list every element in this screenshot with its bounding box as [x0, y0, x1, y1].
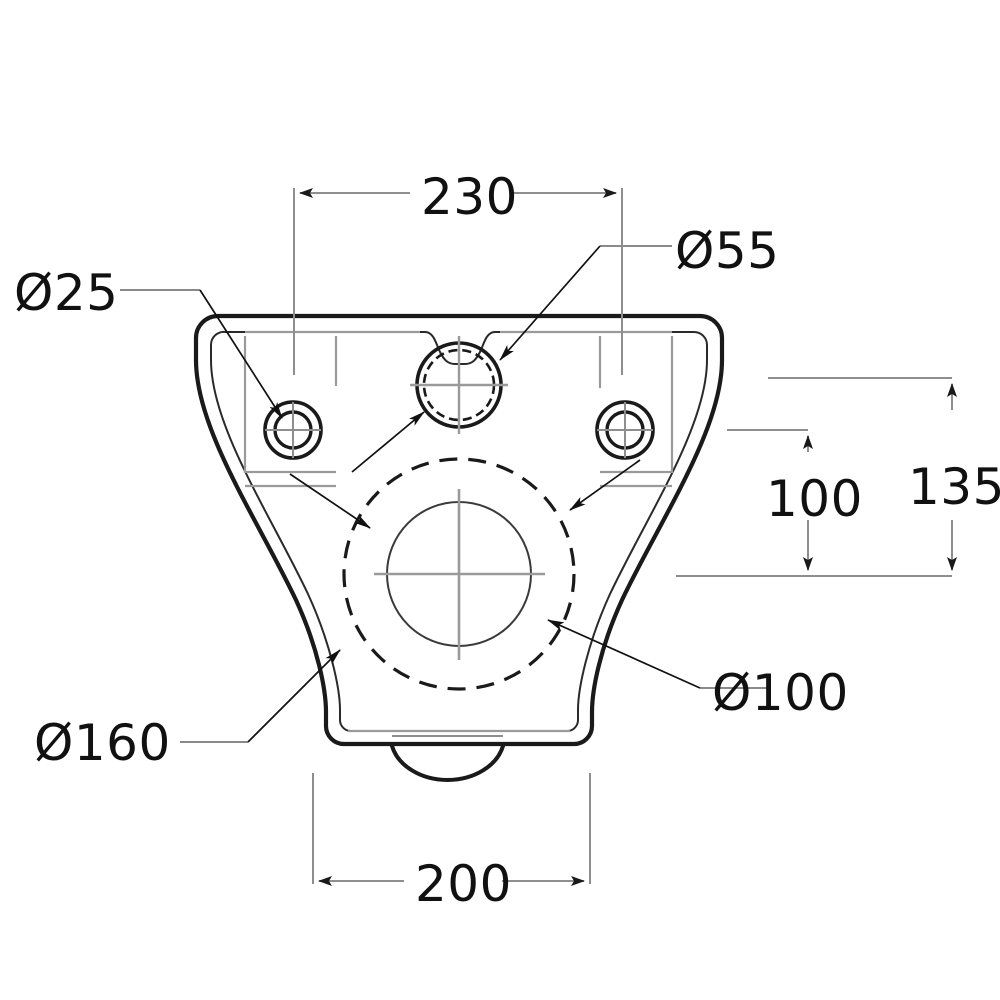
bolt-hole-left — [263, 400, 323, 460]
leader-d100 — [547, 619, 768, 689]
dim-d100-label: Ø100 — [712, 664, 849, 722]
center-crosshair — [374, 489, 545, 660]
leader-d25 — [120, 289, 283, 419]
leader-d55-branch — [351, 411, 425, 473]
dim-100-label: 100 — [766, 470, 863, 528]
leader-d100-branch — [569, 459, 641, 511]
bottom-nub-icon — [390, 744, 505, 782]
leader-d55 — [499, 245, 672, 361]
dim-135-label: 135 — [908, 458, 1000, 516]
dim-230-label: 230 — [421, 168, 518, 226]
leader-d160-branch — [289, 473, 371, 529]
dim-200-label: 200 — [415, 855, 512, 913]
pocket-lines — [243, 330, 674, 733]
bolt-circle-160 — [342, 457, 576, 691]
dim-100-lines — [727, 429, 813, 571]
part-outline-outer — [193, 313, 725, 747]
bolt-hole-right — [595, 400, 655, 460]
part-outline-inner — [209, 330, 708, 732]
dim-200-lines — [312, 773, 591, 886]
dim-d160-label: Ø160 — [34, 714, 171, 772]
dim-d25-label: Ø25 — [14, 264, 119, 322]
dim-d55-label: Ø55 — [675, 222, 780, 280]
leader-d160 — [180, 649, 341, 743]
dim-230-lines — [293, 188, 623, 375]
dim-135-lines — [676, 377, 957, 577]
center-top-hole — [410, 336, 508, 434]
